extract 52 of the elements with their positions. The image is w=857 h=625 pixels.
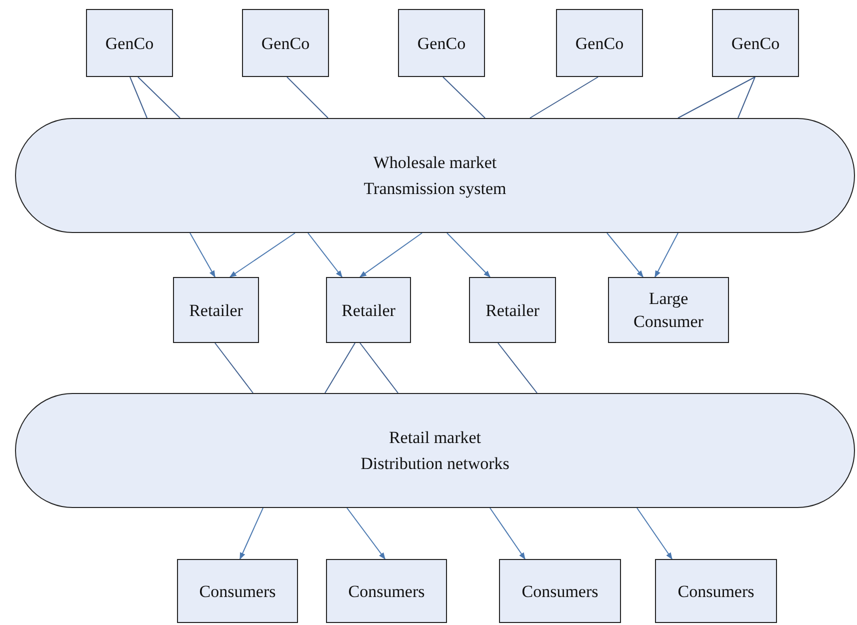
process-box: [326, 559, 447, 623]
arrow: [636, 508, 672, 560]
connector-line: [442, 76, 486, 118]
node-label: GenCo: [417, 32, 466, 54]
process-box: [712, 9, 799, 77]
arrow: [229, 232, 296, 278]
node-label: GenCo: [105, 32, 154, 54]
node-label: GenCo: [575, 32, 624, 54]
arrow: [308, 232, 342, 278]
process-box: [469, 277, 556, 343]
arrow: [190, 232, 216, 278]
connector-line: [678, 76, 756, 118]
node-label: Transmission system: [364, 178, 506, 200]
node-label: Distribution networks: [360, 452, 510, 474]
process-box: [86, 9, 173, 77]
node-label: Consumers: [348, 580, 425, 602]
arrow: [346, 508, 386, 560]
connector-line: [286, 76, 328, 118]
process-box: [398, 9, 485, 77]
node-label: GenCo: [261, 32, 310, 54]
connector-line: [498, 342, 538, 394]
connector-line: [130, 76, 148, 118]
arrow: [654, 232, 678, 278]
node-label: Retailer: [189, 300, 243, 322]
arrow: [606, 232, 644, 278]
node-label: Large Consumer: [632, 288, 704, 333]
process-box: [499, 559, 621, 623]
arrow: [490, 508, 526, 560]
arrow: [446, 232, 490, 278]
connector-line: [214, 342, 254, 394]
connector-line: [530, 76, 598, 118]
arrow: [240, 508, 264, 560]
connector-line: [738, 76, 756, 118]
node-label: GenCo: [731, 32, 780, 54]
process-box: [242, 9, 329, 77]
process-box: [556, 9, 643, 77]
connector-line: [138, 76, 180, 118]
process-box: [655, 559, 777, 623]
connector-line: [324, 342, 356, 394]
node-label: Consumers: [678, 580, 754, 602]
connector-line: [360, 342, 398, 394]
node-label: Consumers: [199, 580, 276, 602]
arrow: [359, 232, 422, 278]
node-label: Retail market: [388, 426, 482, 448]
process-box: [177, 559, 298, 623]
process-box: [326, 277, 411, 343]
node-label: Wholesale market: [373, 152, 497, 174]
node-label: Consumers: [522, 580, 598, 602]
process-box: [173, 277, 259, 343]
node-label: Retailer: [486, 300, 540, 322]
process-box: [608, 277, 729, 343]
node-label: Retailer: [342, 300, 396, 322]
